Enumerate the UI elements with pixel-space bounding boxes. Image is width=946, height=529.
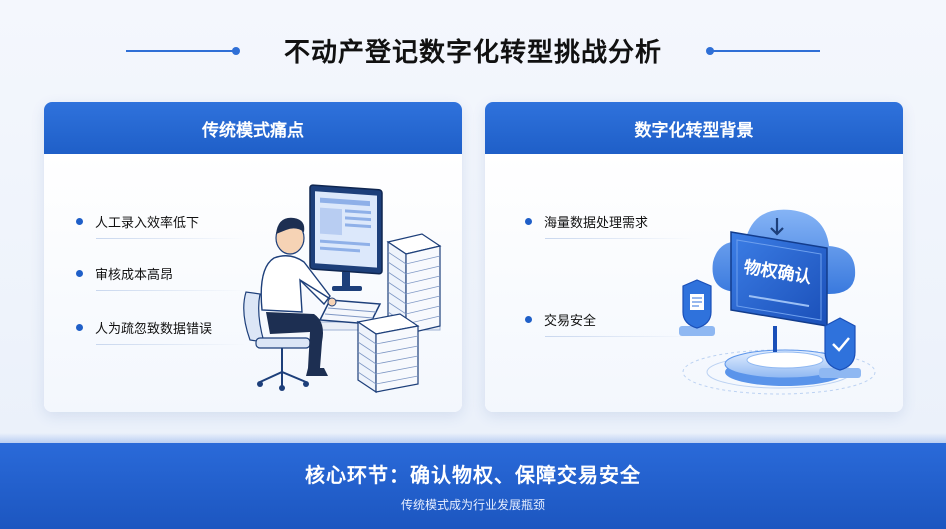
bullet-icon bbox=[76, 270, 83, 277]
title-line-right bbox=[710, 50, 820, 52]
pain-points-body: 人工录入效率低下 审核成本高昂 人为疏忽致数据错误 bbox=[44, 154, 462, 412]
pain-points-card: 传统模式痛点 人工录入效率低下 审核成本高昂 人为疏忽致数据错误 bbox=[44, 102, 462, 412]
page-title: 不动产登记数字化转型挑战分析 bbox=[283, 37, 662, 68]
divider bbox=[96, 344, 246, 345]
divider bbox=[96, 238, 246, 239]
digital-transformation-header: 数字化转型背景 bbox=[485, 102, 903, 154]
document-icon bbox=[679, 279, 715, 336]
pain-points-header: 传统模式痛点 bbox=[44, 102, 462, 154]
cloud-verification-illustration: 物权确认 bbox=[679, 209, 876, 395]
bullet-icon bbox=[525, 218, 532, 225]
pain-point-item: 审核成本高昂 bbox=[76, 264, 173, 283]
pain-point-label: 人工录入效率低下 bbox=[95, 216, 200, 231]
document-stack-icon bbox=[386, 233, 442, 336]
background-item: 交易安全 bbox=[525, 310, 596, 329]
digital-transformation-card: 数字化转型背景 海量数据处理需求 交易安全 bbox=[485, 102, 903, 412]
person-at-computer-illustration bbox=[243, 184, 442, 394]
background-item: 海量数据处理需求 bbox=[525, 212, 648, 231]
background-label: 交易安全 bbox=[544, 314, 597, 329]
divider bbox=[545, 336, 695, 337]
bullet-icon bbox=[76, 324, 83, 331]
bullet-icon bbox=[525, 316, 532, 323]
pain-point-label: 人为疏忽致数据错误 bbox=[95, 322, 213, 337]
title-row: 不动产登记数字化转型挑战分析 bbox=[0, 30, 946, 70]
divider bbox=[545, 238, 695, 239]
pain-point-label: 审核成本高昂 bbox=[95, 268, 174, 283]
divider bbox=[96, 290, 246, 291]
digital-transformation-body: 海量数据处理需求 交易安全 bbox=[485, 154, 903, 412]
background-label: 海量数据处理需求 bbox=[544, 216, 649, 231]
core-summary-bar: 核心环节：确认物权、保障交易安全 传统模式成为行业发展瓶颈 bbox=[0, 433, 946, 529]
core-summary-subtitle: 传统模式成为行业发展瓶颈 bbox=[400, 498, 545, 512]
core-summary-title: 核心环节：确认物权、保障交易安全 bbox=[305, 463, 641, 487]
title-dot-left bbox=[232, 47, 240, 55]
title-line-left bbox=[126, 50, 236, 52]
shield-icon bbox=[819, 317, 861, 378]
pain-point-item: 人为疏忽致数据错误 bbox=[76, 318, 212, 337]
bullet-icon bbox=[76, 218, 83, 225]
pain-point-item: 人工录入效率低下 bbox=[76, 212, 199, 231]
